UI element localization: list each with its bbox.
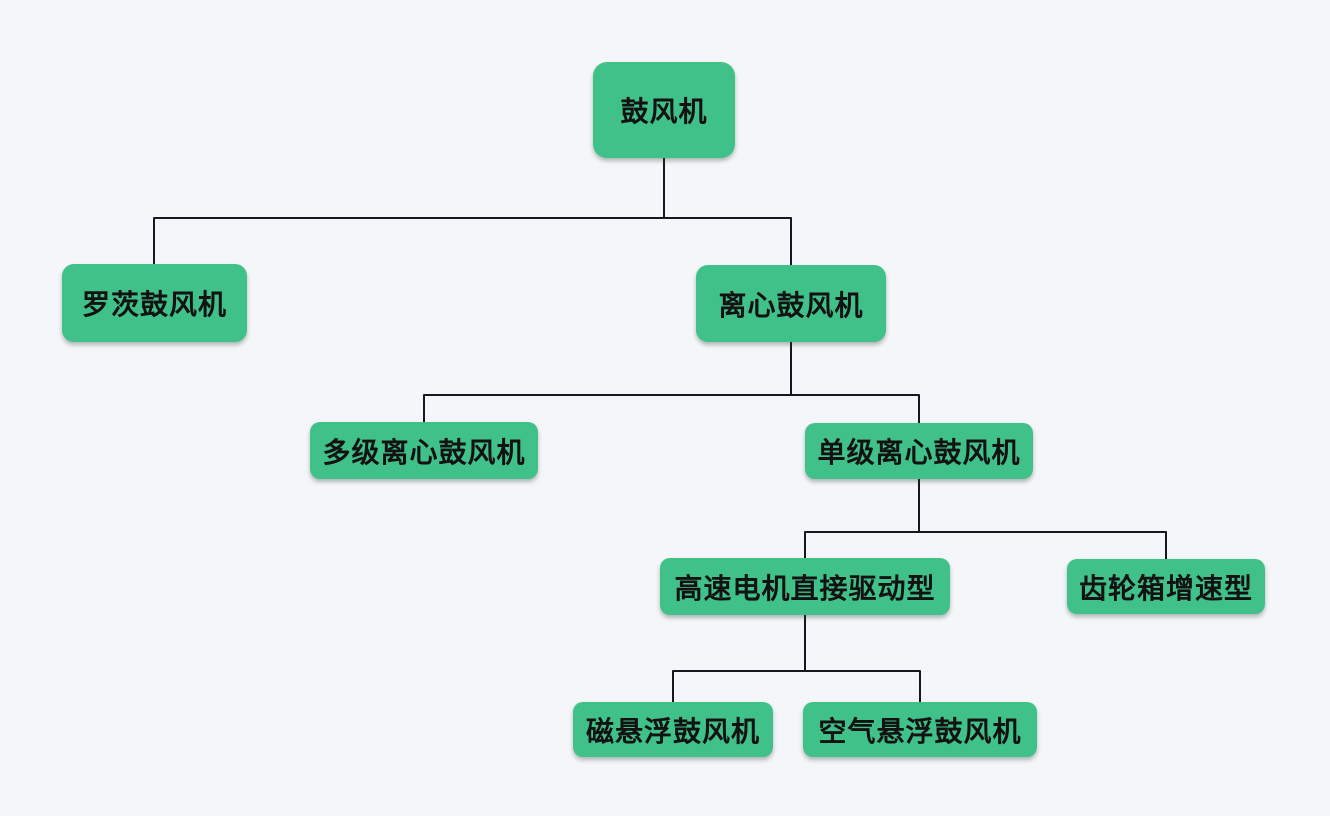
edge-centrifugal-to-children xyxy=(423,342,920,423)
edge-blower-to-children xyxy=(153,158,792,265)
node-blower: 鼓风机 xyxy=(593,62,735,158)
edge-single-stage-to-children xyxy=(804,479,1167,559)
node-single-stage-centrifugal-blower: 单级离心鼓风机 xyxy=(805,423,1033,479)
node-high-speed-motor-direct-drive: 高速电机直接驱动型 xyxy=(660,558,950,615)
node-gearbox-speed-increasing: 齿轮箱增速型 xyxy=(1067,559,1265,614)
node-roots-blower: 罗茨鼓风机 xyxy=(62,264,247,342)
node-multistage-centrifugal-blower: 多级离心鼓风机 xyxy=(310,422,538,479)
node-magnetic-levitation-blower: 磁悬浮鼓风机 xyxy=(573,702,773,757)
node-centrifugal-blower: 离心鼓风机 xyxy=(696,265,886,342)
node-air-suspension-blower: 空气悬浮鼓风机 xyxy=(803,702,1037,757)
edge-high-speed-to-children xyxy=(672,615,921,702)
